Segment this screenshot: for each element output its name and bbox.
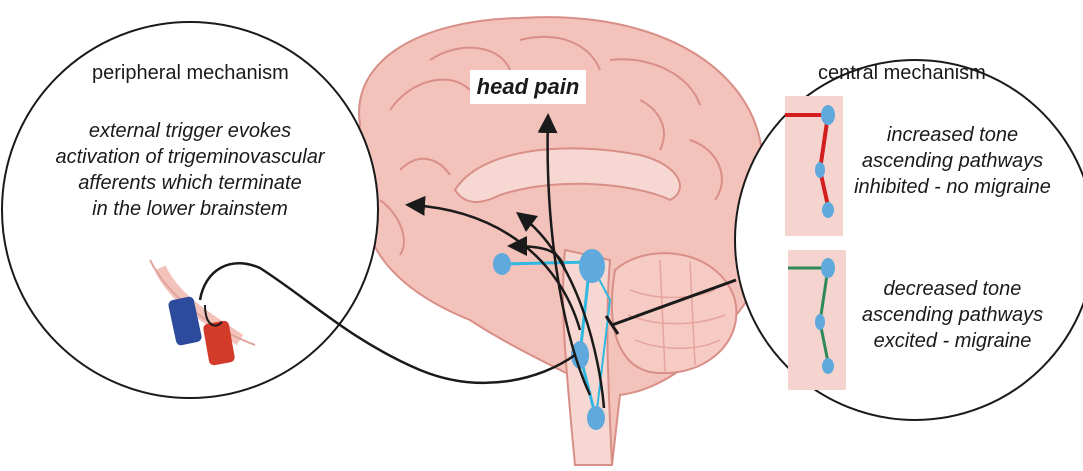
increased-tone-line: inhibited - no migraine — [850, 174, 1055, 200]
increased-tone-text: increased tone ascending pathways inhibi… — [850, 122, 1055, 200]
central-mechanism-title: central mechanism — [818, 62, 986, 85]
description-line: in the lower brainstem — [40, 196, 340, 222]
description-line: afferents which terminate — [40, 170, 340, 196]
nucleus-midbrain — [579, 249, 605, 283]
peripheral-mechanism-title: peripheral mechanism — [92, 62, 289, 85]
description-line: activation of trigeminovascular — [40, 144, 340, 170]
head-pain-label: head pain — [470, 70, 586, 104]
nucleus-medulla — [587, 406, 605, 430]
increased-tone-line: ascending pathways — [850, 148, 1055, 174]
decreased-tone-line: excited - migraine — [850, 328, 1055, 354]
increased-tone-line: increased tone — [850, 122, 1055, 148]
description-line: external trigger evokes — [40, 118, 340, 144]
nucleus-hypothalamus — [493, 253, 511, 275]
decreased-tone-line: decreased tone — [850, 276, 1055, 302]
decreased-tone-thumbnail — [788, 250, 846, 390]
peripheral-mechanism-description: external trigger evokes activation of tr… — [40, 118, 340, 222]
decreased-tone-line: ascending pathways — [850, 302, 1055, 328]
decreased-tone-text: decreased tone ascending pathways excite… — [850, 276, 1055, 354]
increased-tone-thumbnail — [785, 96, 843, 236]
